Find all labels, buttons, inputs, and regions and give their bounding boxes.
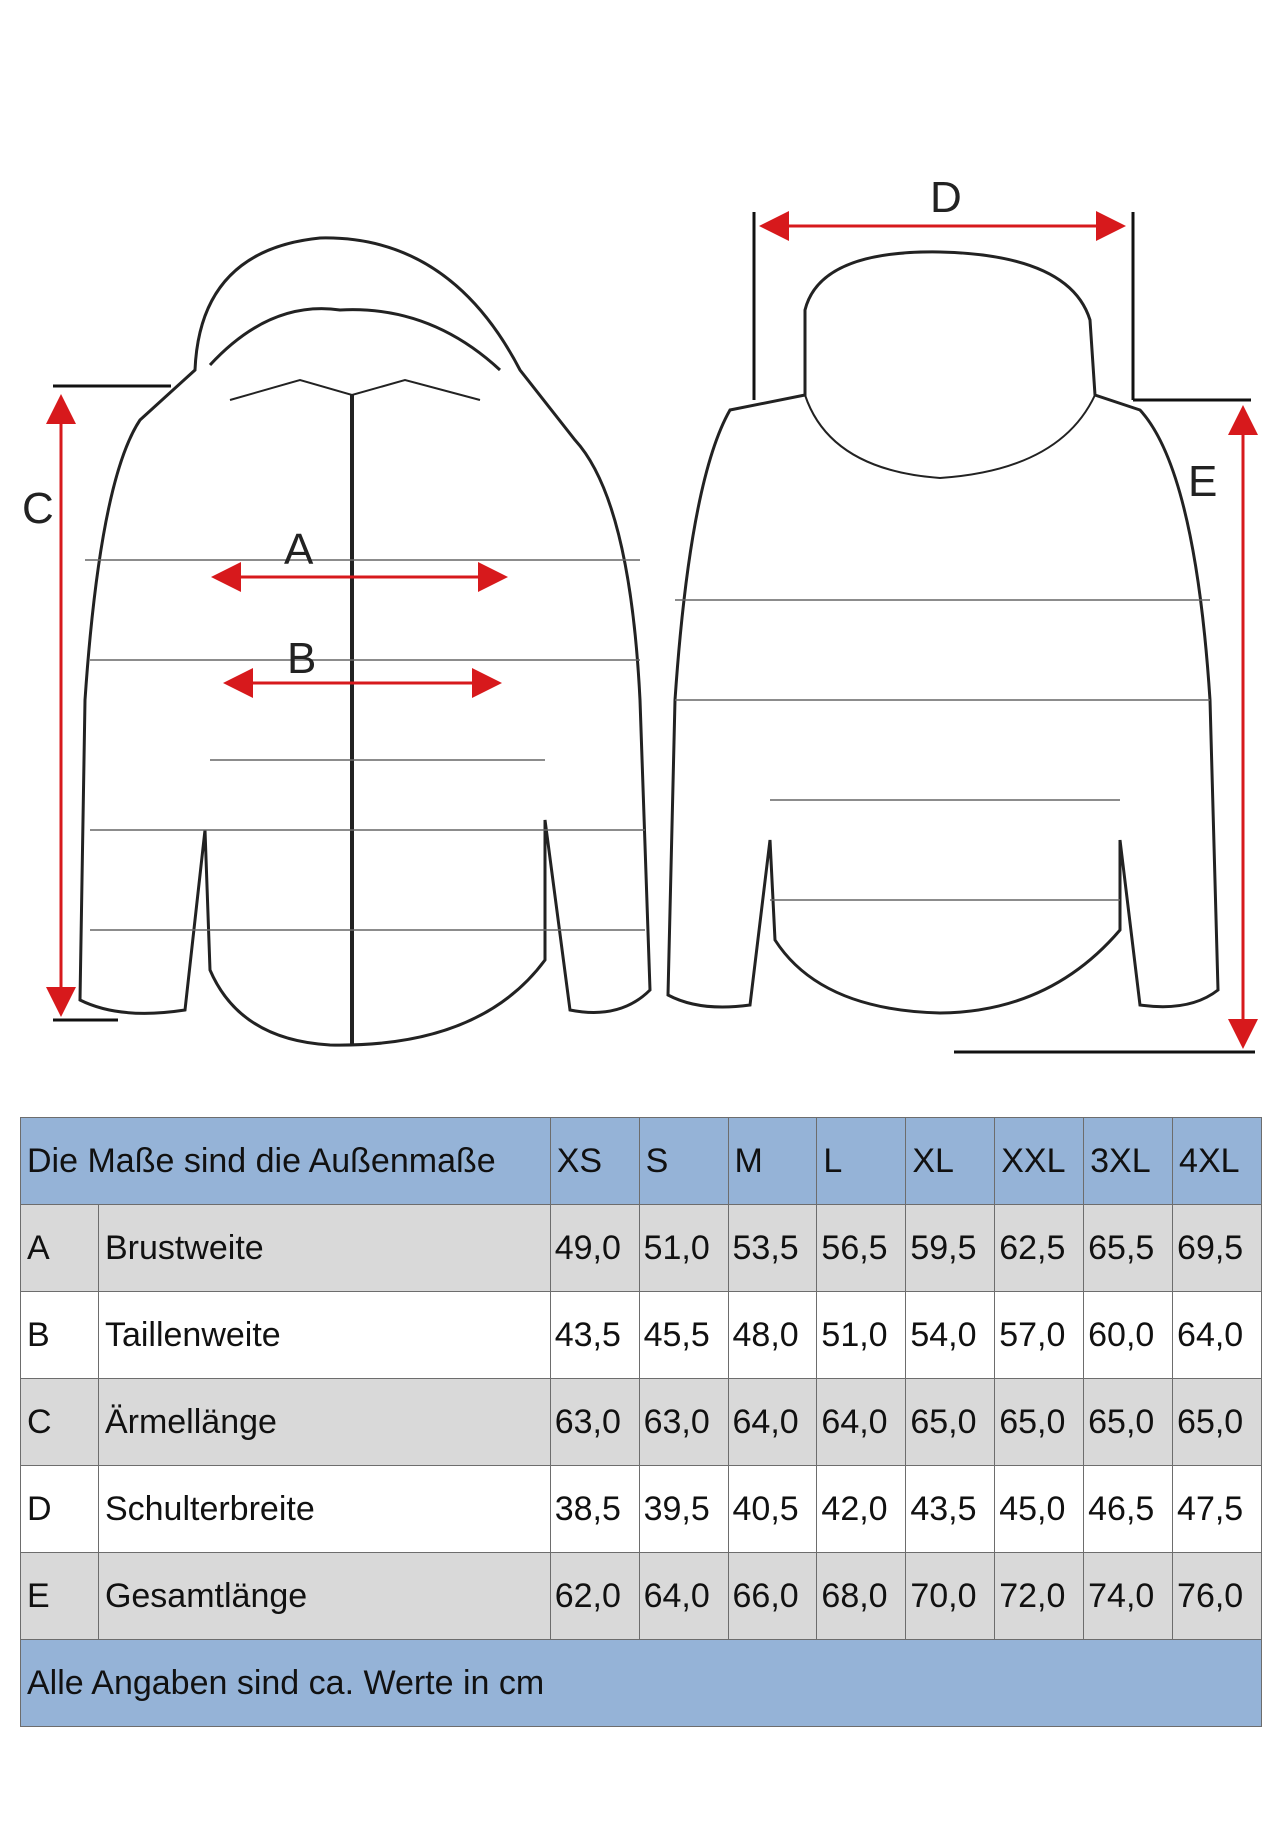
row-key: C [20, 1378, 99, 1466]
value-cell: 46,5 [1083, 1465, 1174, 1553]
value-cell: 54,0 [905, 1291, 996, 1379]
value-cell: 49,0 [549, 1204, 640, 1292]
value-cell: 70,0 [905, 1552, 996, 1640]
value-cell: 40,5 [727, 1465, 818, 1553]
value-cell: 42,0 [816, 1465, 907, 1553]
size-header: XL [905, 1117, 996, 1205]
value-cell: 57,0 [994, 1291, 1085, 1379]
row-key: B [20, 1291, 99, 1379]
size-header: XS [549, 1117, 640, 1205]
value-cell: 48,0 [727, 1291, 818, 1379]
guide-lines [53, 212, 1255, 1054]
size-table: Die Maße sind die Außenmaße XS S M L XL … [20, 1117, 1262, 1727]
value-cell: 65,0 [1172, 1378, 1262, 1466]
footer-note: Alle Angaben sind ca. Werte in cm [20, 1639, 1262, 1727]
jacket-front [78, 236, 652, 1047]
value-cell: 59,5 [905, 1204, 996, 1292]
table-footer-row: Alle Angaben sind ca. Werte in cm [20, 1639, 1262, 1727]
size-header: L [816, 1117, 907, 1205]
label-c: C [22, 484, 54, 533]
value-cell: 72,0 [994, 1552, 1085, 1640]
value-cell: 68,0 [816, 1552, 907, 1640]
value-cell: 62,0 [549, 1552, 640, 1640]
value-cell: 56,5 [816, 1204, 907, 1292]
value-cell: 65,0 [1083, 1378, 1174, 1466]
row-key: E [20, 1552, 99, 1640]
value-cell: 65,5 [1083, 1204, 1174, 1292]
size-header: 4XL [1172, 1117, 1262, 1205]
value-cell: 51,0 [816, 1291, 907, 1379]
row-name: Gesamtlänge [97, 1552, 551, 1640]
value-cell: 53,5 [727, 1204, 818, 1292]
value-cell: 64,0 [638, 1552, 729, 1640]
row-key: A [20, 1204, 99, 1292]
value-cell: 64,0 [1172, 1291, 1262, 1379]
size-header: XXL [994, 1117, 1085, 1205]
value-cell: 38,5 [549, 1465, 640, 1553]
jacket-back [666, 250, 1220, 1015]
value-cell: 63,0 [549, 1378, 640, 1466]
value-cell: 45,0 [994, 1465, 1085, 1553]
value-cell: 62,5 [994, 1204, 1085, 1292]
size-header: M [727, 1117, 818, 1205]
row-name: Taillenweite [97, 1291, 551, 1379]
value-cell: 63,0 [638, 1378, 729, 1466]
label-a: A [284, 525, 314, 574]
value-cell: 64,0 [727, 1378, 818, 1466]
value-cell: 76,0 [1172, 1552, 1262, 1640]
value-cell: 45,5 [638, 1291, 729, 1379]
size-header: S [638, 1117, 729, 1205]
value-cell: 43,5 [905, 1465, 996, 1553]
value-cell: 64,0 [816, 1378, 907, 1466]
value-cell: 60,0 [1083, 1291, 1174, 1379]
value-cell: 65,0 [994, 1378, 1085, 1466]
header-title: Die Maße sind die Außenmaße [20, 1117, 551, 1205]
value-cell: 43,5 [549, 1291, 640, 1379]
value-cell: 65,0 [905, 1378, 996, 1466]
table-header-row: Die Maße sind die Außenmaße XS S M L XL … [20, 1117, 1262, 1205]
value-cell: 69,5 [1172, 1204, 1262, 1292]
value-cell: 66,0 [727, 1552, 818, 1640]
measure-arrows [46, 211, 1258, 1049]
row-name: Brustweite [97, 1204, 551, 1292]
row-name: Ärmellänge [97, 1378, 551, 1466]
value-cell: 39,5 [638, 1465, 729, 1553]
label-d: D [930, 173, 962, 222]
row-key: D [20, 1465, 99, 1553]
size-header: 3XL [1083, 1117, 1174, 1205]
row-name: Schulterbreite [97, 1465, 551, 1553]
value-cell: 51,0 [638, 1204, 729, 1292]
label-e: E [1188, 457, 1218, 506]
value-cell: 74,0 [1083, 1552, 1174, 1640]
label-b: B [287, 634, 317, 683]
jacket-diagram [46, 211, 1258, 1054]
value-cell: 47,5 [1172, 1465, 1262, 1553]
